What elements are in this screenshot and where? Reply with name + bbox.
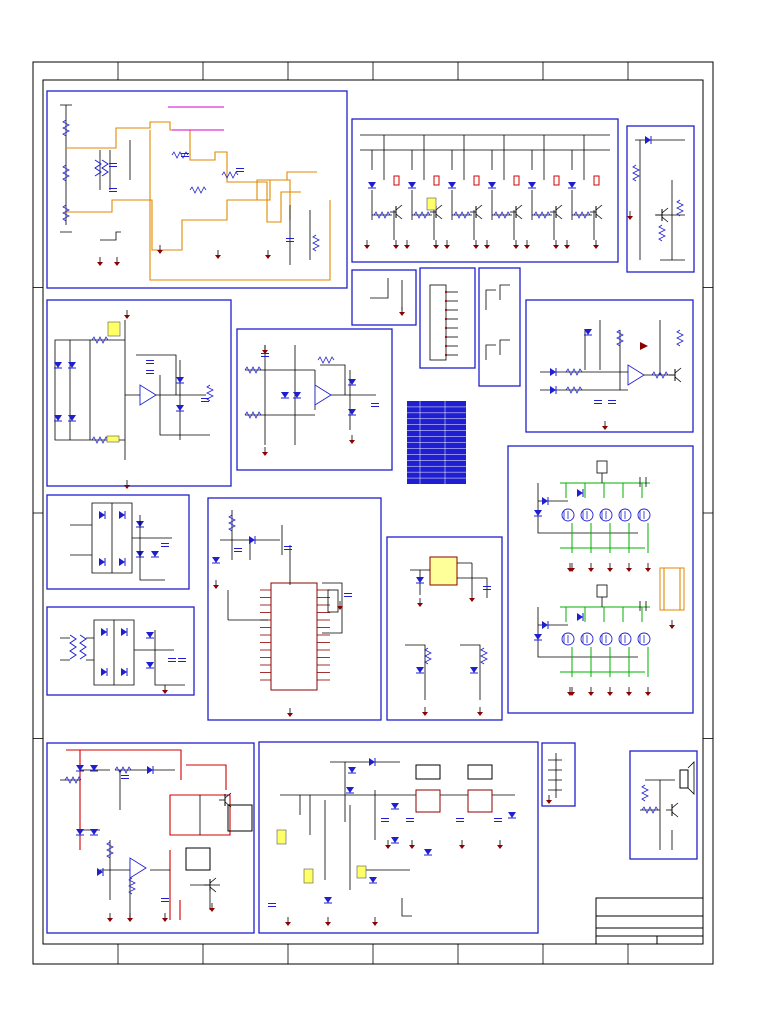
bridge-sensor-block	[46, 299, 232, 490]
buzzer-driver-block	[629, 750, 698, 860]
transistor-switch-block	[626, 125, 695, 273]
regulator-chain-block	[258, 741, 539, 934]
mains-input-block	[46, 90, 348, 289]
regulator-block	[386, 536, 503, 721]
transformer-supply-block	[46, 606, 195, 696]
comparator-block	[525, 299, 694, 433]
microcontroller-block	[207, 497, 382, 721]
title-block	[595, 897, 704, 945]
opamp-amplifier-block	[236, 328, 393, 471]
jumper-block	[478, 267, 521, 387]
power-stage-block	[46, 742, 255, 934]
relay-drivers-block	[351, 118, 619, 263]
rectifier-block-1	[46, 494, 190, 590]
header-connector-block	[419, 267, 476, 369]
pin-table	[407, 401, 466, 484]
drawing-frame	[32, 61, 714, 965]
small-header-block	[541, 742, 576, 807]
connector-small-block	[351, 269, 417, 326]
led-driver-array-block	[507, 445, 694, 714]
